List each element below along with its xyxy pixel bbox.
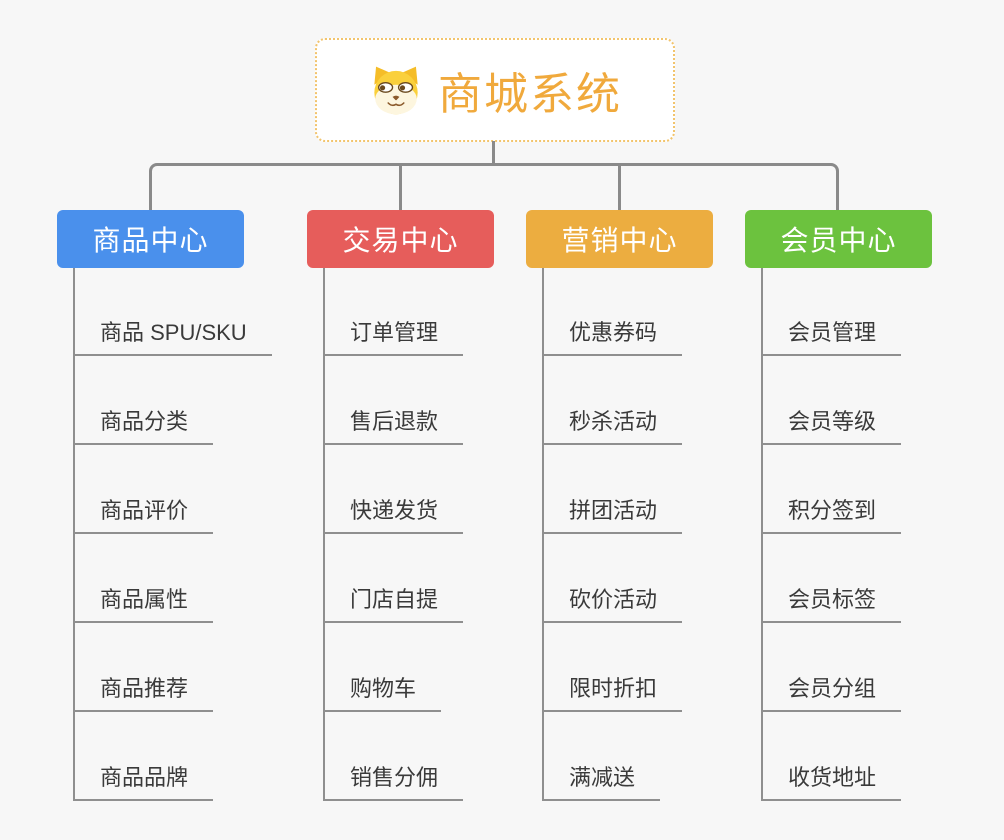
leaf-node[interactable]: 购物车 (323, 674, 442, 712)
leaf-node[interactable]: 订单管理 (323, 318, 464, 356)
leaf-node[interactable]: 商品推荐 (73, 674, 214, 712)
branch-node-marketing-center[interactable]: 营销中心 (526, 210, 713, 268)
leaf-node[interactable]: 收货地址 (761, 763, 902, 801)
leaf-node[interactable]: 限时折扣 (542, 674, 683, 712)
leaf-node[interactable]: 销售分佣 (323, 763, 464, 801)
leaf-node[interactable]: 会员等级 (761, 407, 902, 445)
connector-drop-marketing (618, 163, 621, 210)
leaf-node[interactable]: 快递发货 (323, 496, 464, 534)
leaf-node[interactable]: 秒杀活动 (542, 407, 683, 445)
branch-node-product-center[interactable]: 商品中心 (57, 210, 244, 268)
leaf-node[interactable]: 门店自提 (323, 585, 464, 623)
connector-drop-trade (399, 163, 402, 210)
connector-trunk-marketing (542, 268, 544, 801)
connector-bracket (149, 163, 839, 210)
connector-trunk-trade (323, 268, 325, 801)
connector-trunk-product (73, 268, 75, 801)
leaf-node[interactable]: 商品分类 (73, 407, 214, 445)
leaf-node[interactable]: 会员管理 (761, 318, 902, 356)
leaf-node[interactable]: 会员分组 (761, 674, 902, 712)
root-title: 商城系统 (438, 70, 622, 119)
dog-face-icon (374, 66, 418, 115)
leaf-node[interactable]: 满减送 (542, 763, 661, 801)
leaf-node[interactable]: 商品品牌 (73, 763, 214, 801)
root-node[interactable]: 商城系统 (315, 38, 675, 142)
branch-node-member-center[interactable]: 会员中心 (745, 210, 932, 268)
connector-root-drop (492, 141, 495, 163)
leaf-node[interactable]: 砍价活动 (542, 585, 683, 623)
leaf-node[interactable]: 商品评价 (73, 496, 214, 534)
connector-trunk-member (761, 268, 763, 801)
leaf-node[interactable]: 优惠券码 (542, 318, 683, 356)
branch-node-trade-center[interactable]: 交易中心 (307, 210, 494, 268)
leaf-node[interactable]: 积分签到 (761, 496, 902, 534)
leaf-node[interactable]: 会员标签 (761, 585, 902, 623)
leaf-node[interactable]: 拼团活动 (542, 496, 683, 534)
leaf-node[interactable]: 售后退款 (323, 407, 464, 445)
leaf-node[interactable]: 商品 SPU/SKU (73, 318, 272, 356)
leaf-node[interactable]: 商品属性 (73, 585, 214, 623)
